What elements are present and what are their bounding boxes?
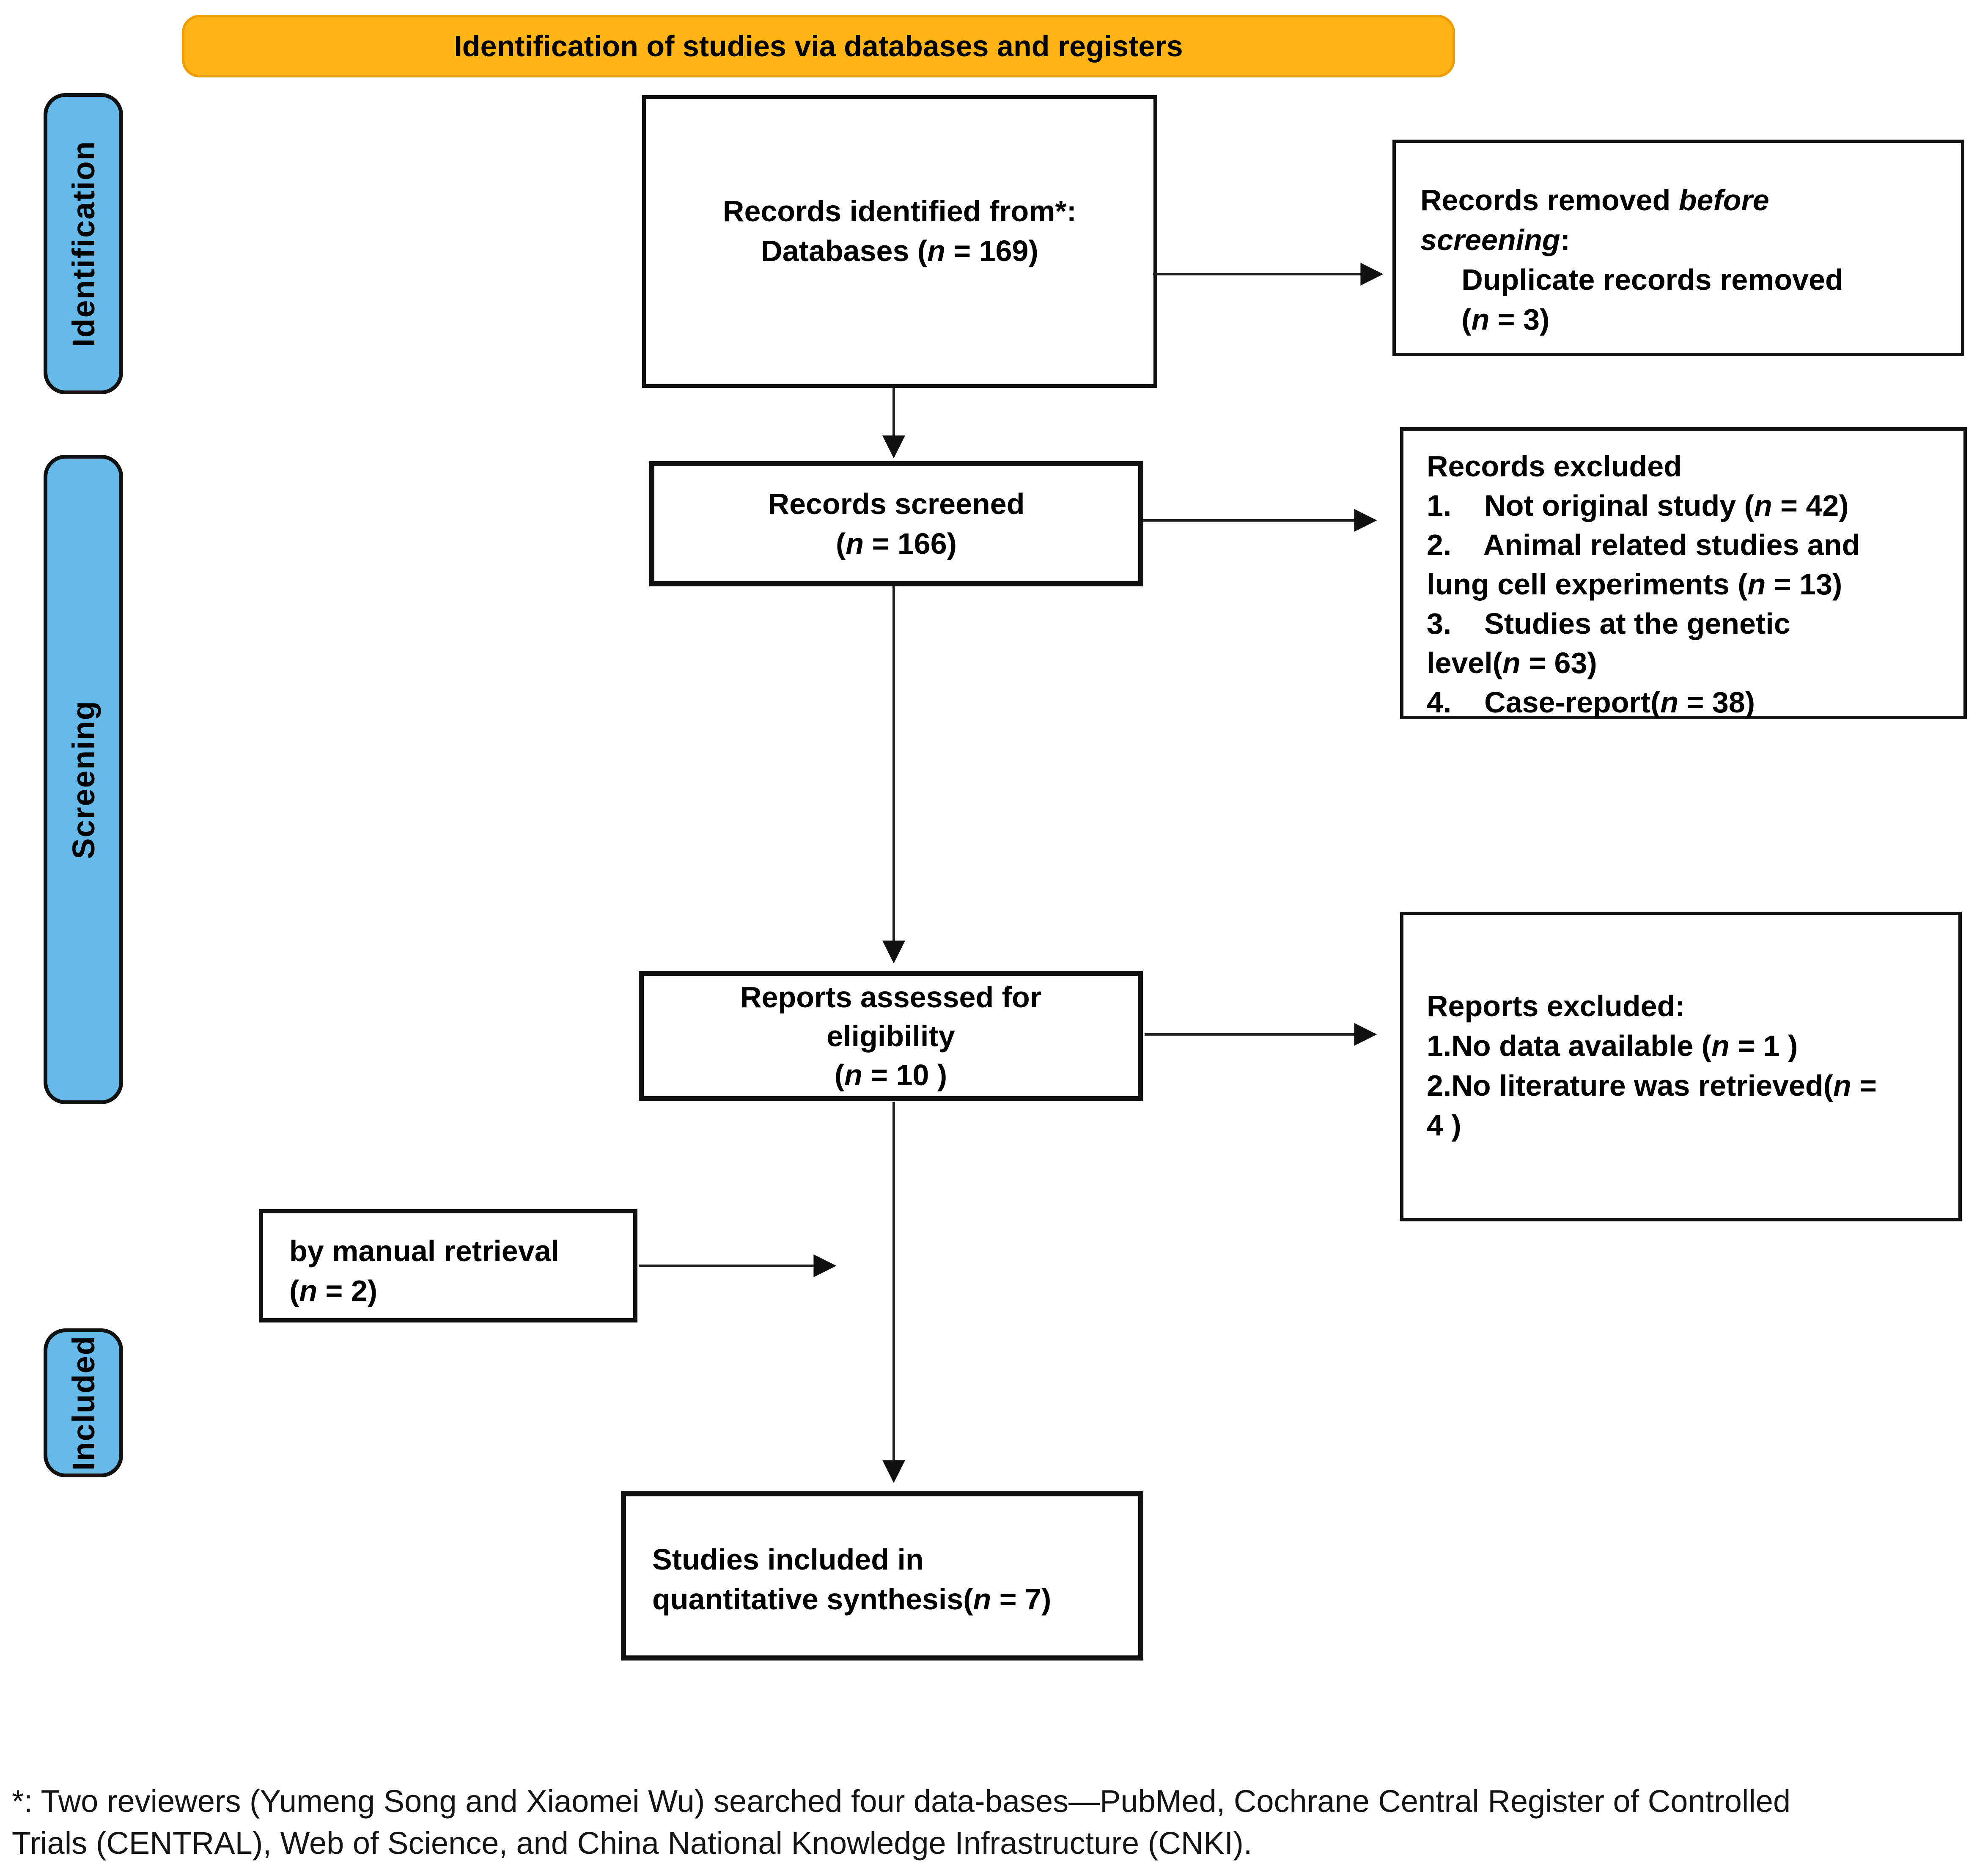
banner-title-text: Identification of studies via databases …	[454, 30, 1183, 63]
stage-label-included-text: Included	[66, 1335, 101, 1471]
stage-label-identification-text: Identification	[66, 140, 101, 347]
stage-label-screening: Screening	[44, 455, 123, 1104]
stage-label-identification: Identification	[44, 93, 123, 394]
box-reports-excluded: Reports excluded:1.No data available (n …	[1400, 912, 1962, 1221]
banner-title: Identification of studies via databases …	[182, 15, 1455, 77]
box-records-screened: Records screened(n = 166)	[649, 461, 1143, 586]
stage-label-included: Included	[44, 1328, 123, 1477]
stage-label-screening-text: Screening	[66, 700, 101, 859]
box-records-identified: Records identified from*:Databases (n = …	[642, 95, 1157, 388]
box-manual-retrieval: by manual retrieval(n = 2)	[259, 1209, 637, 1322]
footnote: *: Two reviewers (Yumeng Song and Xiaome…	[12, 1784, 1791, 1861]
